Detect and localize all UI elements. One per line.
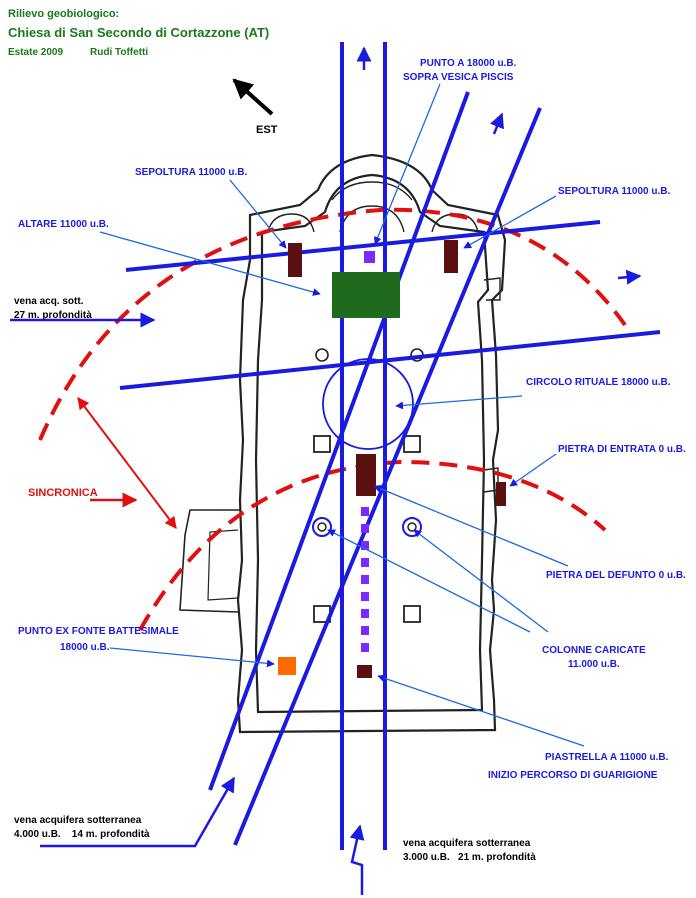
- lower-red-curve: [138, 459, 607, 631]
- label-vena-right-2: 3.000 u.B. 21 m. profondità: [403, 852, 536, 863]
- label-piastrella-1: PIASTRELLA A 11000 u.B.: [545, 752, 669, 763]
- apse-niche-center: [339, 205, 405, 233]
- compass-label: EST: [256, 124, 278, 136]
- church-outer-wall: [236, 153, 507, 734]
- left-annex-inner: [207, 529, 239, 601]
- label-vena-acq-1: vena acq. sott.: [14, 296, 84, 307]
- right-wall-notch-1: [483, 277, 501, 301]
- synchronic-arrows: [77, 397, 177, 529]
- header-season: Estate 2009: [8, 47, 64, 58]
- pillar: [313, 435, 331, 453]
- vein-pointers: [10, 312, 365, 895]
- charged-column: [407, 522, 417, 532]
- leader-sepoltura-left: [229, 179, 287, 249]
- leader-pietra-entrata: [509, 453, 557, 487]
- sincronica-double-arrow: [77, 397, 177, 529]
- pillar: [403, 605, 421, 623]
- left-vein-pointer: [40, 776, 236, 848]
- burial-marker-left: [288, 243, 302, 277]
- right-arrow: [617, 269, 642, 285]
- label-vena-left-1: vena acquifera sotterranea: [14, 815, 142, 826]
- header-line1: Rilievo geobiologico:: [8, 8, 120, 20]
- burial-marker-right: [444, 240, 458, 273]
- diagonal-line-left: [208, 91, 470, 791]
- ritual-circle: [322, 358, 414, 450]
- label-circolo: CIRCOLO RITUALE 18000 u.B.: [526, 377, 671, 388]
- horizontal-line-top: [125, 220, 601, 272]
- charged-column: [317, 522, 327, 532]
- leader-piastrella: [377, 674, 585, 747]
- label-sopra-vesica: SOPRA VESICA PISCIS: [403, 72, 514, 83]
- label-vena-acq-2: 27 m. profondità: [14, 310, 92, 321]
- church-inner-wall: [254, 173, 490, 714]
- altar-marker: [332, 272, 400, 318]
- baptismal-font-marker: [278, 657, 296, 675]
- label-punto-a: PUNTO A 18000 u.B.: [420, 58, 517, 69]
- leader-pietra-defunto: [373, 485, 569, 567]
- label-piastrella-2: INIZIO PERCORSO DI GUARIGIONE: [488, 770, 658, 781]
- church-floor-plan: [179, 153, 507, 734]
- diagonal-line-right: [233, 107, 542, 846]
- direction-arrows: [356, 46, 642, 285]
- label-vena-left-2: 4.000 u.B. 14 m. profondità: [14, 829, 150, 840]
- page-title: Chiesa di San Secondo di Cortazzone (AT): [8, 25, 270, 40]
- leader-sepoltura-right: [463, 195, 557, 249]
- pillar: [403, 435, 421, 453]
- healing-tile-marker: [357, 665, 372, 678]
- right-wall-notch-2: [483, 467, 499, 493]
- horizontal-line-middle: [119, 330, 661, 390]
- label-altare: ALTARE 11000 u.B.: [18, 219, 109, 230]
- healing-path-dots: [361, 507, 369, 652]
- diag-up-arrow: [490, 112, 504, 135]
- leader-circolo: [395, 395, 523, 410]
- synchronic-curves: [38, 207, 627, 631]
- leader-colonne-right: [413, 529, 549, 633]
- header-author: Rudi Toffetti: [90, 47, 149, 58]
- defunct-stone-marker: [356, 454, 376, 496]
- leader-punto-a: [374, 83, 441, 245]
- label-sincronica: SINCRONICA: [28, 487, 98, 499]
- apse-niche-left: [267, 213, 315, 233]
- entrance-stone-marker: [496, 482, 506, 506]
- point-a-marker: [364, 251, 375, 263]
- leader-fonte: [109, 647, 275, 668]
- label-pietra-entrata: PIETRA DI ENTRATA 0 u.B.: [558, 444, 686, 455]
- leader-lines: [99, 83, 585, 747]
- upper-red-curve: [38, 207, 627, 441]
- compass-arrow-icon: [232, 78, 274, 116]
- label-colonne-1: COLONNE CARICATE: [542, 645, 646, 656]
- charged-column: [402, 517, 422, 537]
- label-colonne-2: 11.000 u.B.: [568, 659, 620, 670]
- label-fonte-1: PUNTO EX FONTE BATTESIMALE: [18, 626, 179, 637]
- left-annex: [179, 509, 240, 613]
- label-sepoltura-right: SEPOLTURA 11000 u.B.: [558, 186, 671, 197]
- right-vein-pointer: [349, 824, 365, 895]
- charged-column: [312, 517, 332, 537]
- leader-altare: [99, 231, 321, 296]
- label-sepoltura-left: SEPOLTURA 11000 u.B.: [135, 167, 248, 178]
- label-fonte-2: 18000 u.B.: [60, 642, 110, 653]
- small-column: [315, 348, 329, 362]
- label-vena-right-1: vena acquifera sotterranea: [403, 838, 531, 849]
- leader-colonne-left: [327, 529, 531, 633]
- label-pietra-defunto: PIETRA DEL DEFUNTO 0 u.B.: [546, 570, 686, 581]
